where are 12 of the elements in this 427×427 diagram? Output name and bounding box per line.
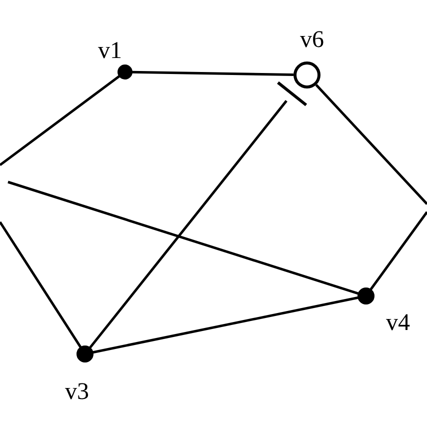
edge-line xyxy=(0,75,120,166)
vertex-label: v4 xyxy=(386,311,410,335)
edge-line xyxy=(315,84,427,205)
edge-line xyxy=(0,221,82,348)
edge-line xyxy=(370,211,427,290)
edge-line xyxy=(132,70,294,76)
vertex-label: v3 xyxy=(65,380,89,404)
edge-line xyxy=(92,296,358,354)
edge-with-bar xyxy=(89,81,308,349)
vertex-label: v6 xyxy=(300,28,324,52)
edge-line xyxy=(8,180,359,295)
vertex-label: v1 xyxy=(98,39,122,63)
